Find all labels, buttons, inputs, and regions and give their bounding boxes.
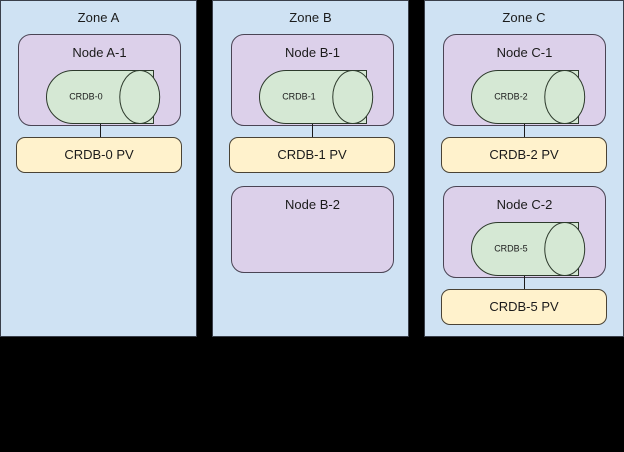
zone-title-zone-c: Zone C <box>502 10 546 25</box>
persistent-volume-label-crdb-0-pv: CRDB-0 PV <box>64 147 134 162</box>
node-box-node-b-2: Node B-2 <box>231 186 394 273</box>
zone-title-zone-a: Zone A <box>77 10 120 25</box>
connector-crdb-1-to-pv <box>312 124 313 137</box>
zone-title-zone-b: Zone B <box>289 10 332 25</box>
database-cylinder-crdb-2: CRDB-2 <box>471 70 586 124</box>
connector-crdb-2-to-pv <box>524 124 525 137</box>
persistent-volume-label-crdb-2-pv: CRDB-2 PV <box>489 147 559 162</box>
node-label-node-c-1: Node C-1 <box>496 45 553 60</box>
persistent-volume-label-crdb-5-pv: CRDB-5 PV <box>489 299 559 314</box>
persistent-volume-crdb-2-pv: CRDB-2 PV <box>441 137 607 173</box>
node-label-node-b-2: Node B-2 <box>285 197 340 212</box>
database-cylinder-crdb-5: CRDB-5 <box>471 222 586 276</box>
database-cylinder-crdb-1: CRDB-1 <box>259 70 374 124</box>
database-cylinder-crdb-0: CRDB-0 <box>46 70 161 124</box>
node-label-node-c-2: Node C-2 <box>496 197 553 212</box>
persistent-volume-crdb-1-pv: CRDB-1 PV <box>229 137 395 173</box>
connector-crdb-5-to-pv <box>524 276 525 289</box>
persistent-volume-label-crdb-1-pv: CRDB-1 PV <box>277 147 347 162</box>
persistent-volume-crdb-5-pv: CRDB-5 PV <box>441 289 607 325</box>
persistent-volume-crdb-0-pv: CRDB-0 PV <box>16 137 182 173</box>
connector-crdb-0-to-pv <box>100 124 101 137</box>
node-label-node-a-1: Node A-1 <box>72 45 127 60</box>
node-label-node-b-1: Node B-1 <box>285 45 340 60</box>
